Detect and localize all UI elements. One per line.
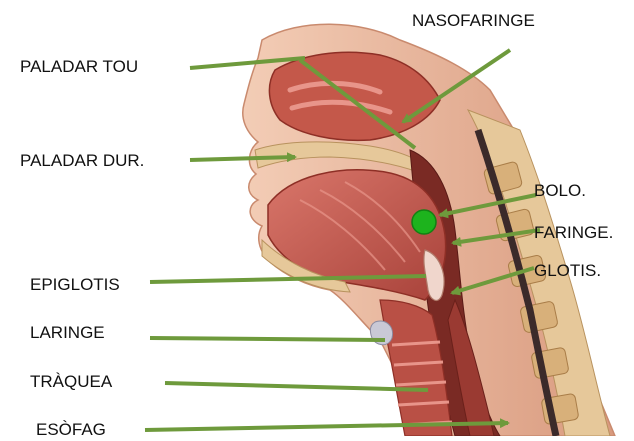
label-epiglotis: EPIGLOTIS [30,276,120,293]
label-esofag: ESÒFAG [36,421,106,438]
label-traquea: TRÀQUEA [30,373,112,390]
label-glotis: GLOTIS. [534,262,601,279]
pointer-laringe [150,338,385,340]
label-paladar-tou: PALADAR TOU [20,58,138,75]
pointer-traquea [165,383,428,390]
bolus-dot [412,210,436,234]
label-nasofaringe: NASOFARINGE [412,12,535,29]
label-bolo: BOLO. [534,182,586,199]
label-faringe: FARINGE. [534,224,613,241]
label-laringe: LARINGE [30,324,105,341]
label-paladar-dur: PALADAR DUR. [20,152,144,169]
